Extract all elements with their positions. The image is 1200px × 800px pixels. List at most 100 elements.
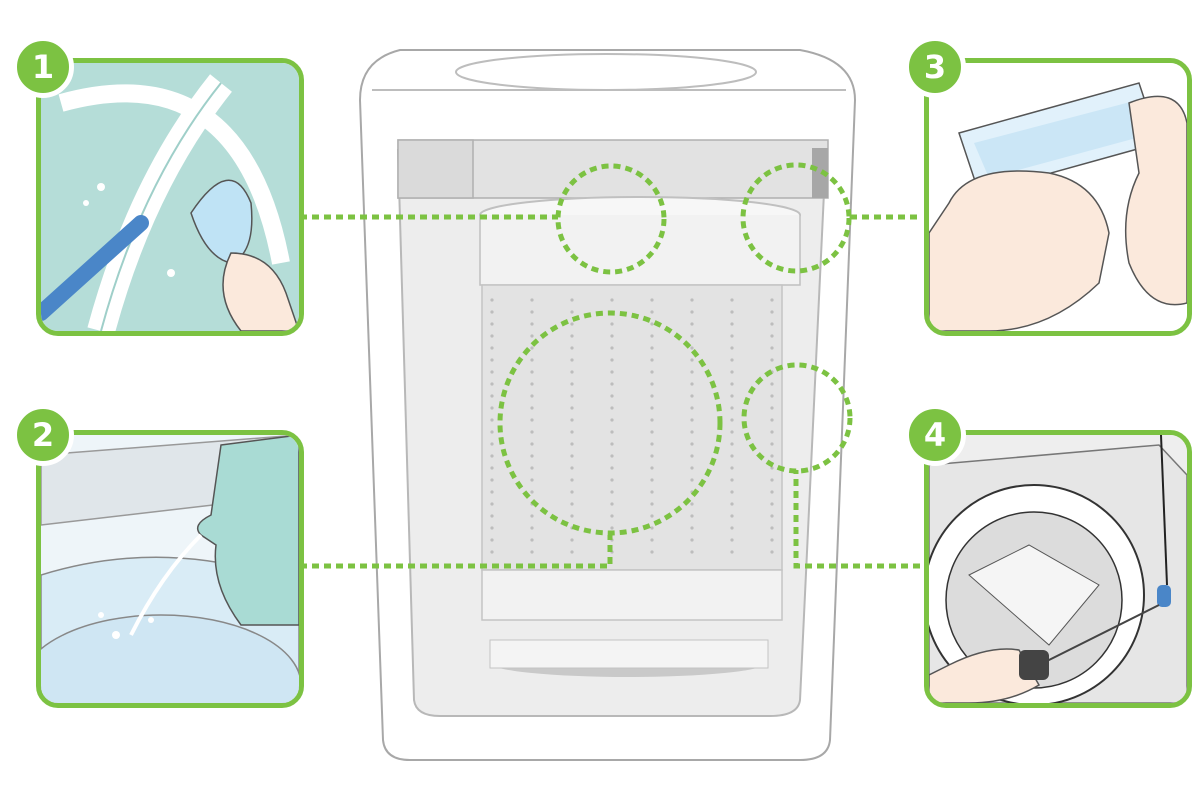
drum-perforation xyxy=(650,382,654,386)
drum-perforation xyxy=(690,526,694,530)
drum-perforation xyxy=(570,418,574,422)
drum-perforation xyxy=(730,538,734,542)
drum-perforation xyxy=(490,298,494,302)
drum-perforation xyxy=(610,514,614,518)
drum-perforation xyxy=(530,370,534,374)
drum-perforation xyxy=(490,502,494,506)
drum-perforation xyxy=(490,550,494,554)
drum-perforation xyxy=(570,370,574,374)
drum-perforation xyxy=(690,442,694,446)
drum-perforation xyxy=(610,490,614,494)
drum-perforation xyxy=(730,502,734,506)
drum-perforation xyxy=(530,442,534,446)
drum-perforation xyxy=(490,430,494,434)
drum-perforation xyxy=(770,322,774,326)
drum-perforation xyxy=(570,346,574,350)
drum-perforation xyxy=(730,526,734,530)
drum-perforation xyxy=(490,322,494,326)
drum-perforation xyxy=(650,310,654,314)
drum-perforation xyxy=(610,502,614,506)
drum-perforation xyxy=(690,454,694,458)
drum-perforation xyxy=(570,478,574,482)
drum-perforation xyxy=(690,502,694,506)
drum-perforation xyxy=(650,430,654,434)
drum-perforation xyxy=(530,538,534,542)
drum-perforation xyxy=(690,406,694,410)
drum-perforation xyxy=(610,322,614,326)
drum-perforation xyxy=(770,502,774,506)
drum-perforation xyxy=(490,478,494,482)
drum-perforation xyxy=(690,334,694,338)
drum-perforation xyxy=(730,454,734,458)
drum-perforation xyxy=(730,550,734,554)
drum-perforation xyxy=(610,370,614,374)
drum-perforation xyxy=(770,334,774,338)
drum-perforation xyxy=(770,382,774,386)
drum-perforation xyxy=(610,334,614,338)
drum-perforation xyxy=(770,466,774,470)
drum-perforation xyxy=(730,478,734,482)
drum-perforation xyxy=(490,526,494,530)
drum-perforation xyxy=(770,310,774,314)
drum-perforation xyxy=(570,538,574,542)
drum-perforation xyxy=(530,526,534,530)
drum-perforation xyxy=(730,430,734,434)
drum-perforation xyxy=(610,346,614,350)
drum-perforation xyxy=(770,298,774,302)
drum-perforation xyxy=(530,334,534,338)
drum-perforation xyxy=(650,406,654,410)
drum-perforation xyxy=(490,346,494,350)
drum-perforation xyxy=(530,490,534,494)
drum-perforation xyxy=(610,430,614,434)
drum-perforation xyxy=(650,442,654,446)
drum-perforation xyxy=(490,466,494,470)
drum-perforation xyxy=(690,550,694,554)
step-4-badge: 4 xyxy=(904,404,966,466)
drum-perforation xyxy=(570,550,574,554)
drum-perforation xyxy=(730,382,734,386)
drum-perforation xyxy=(490,490,494,494)
drum-perforation xyxy=(570,490,574,494)
drum-perforation xyxy=(530,298,534,302)
drum-perforation xyxy=(650,538,654,542)
drum-perforation xyxy=(690,346,694,350)
drum-perforation xyxy=(770,490,774,494)
drum-perforation xyxy=(570,514,574,518)
drum-perforation xyxy=(770,442,774,446)
drum-perforation xyxy=(490,334,494,338)
drum-perforation xyxy=(530,406,534,410)
drum-perforation xyxy=(490,442,494,446)
drum-perforation xyxy=(690,322,694,326)
drum-perforation xyxy=(770,418,774,422)
drum-perforation xyxy=(690,430,694,434)
drum-perforation xyxy=(610,526,614,530)
drum-perforation xyxy=(730,334,734,338)
drum-perforation xyxy=(570,502,574,506)
drum-perforation xyxy=(690,370,694,374)
drum-perforation xyxy=(530,346,534,350)
drum-perforation xyxy=(530,514,534,518)
drum-perforation xyxy=(730,466,734,470)
drum-perforation xyxy=(650,478,654,482)
drum-perforation xyxy=(570,406,574,410)
step-2-panel xyxy=(36,430,304,708)
drum-perforation xyxy=(570,430,574,434)
drum-perforation xyxy=(530,358,534,362)
drum-perforation xyxy=(730,514,734,518)
step-4-panel xyxy=(924,430,1192,708)
drum-perforation xyxy=(490,370,494,374)
drum-perforation xyxy=(610,442,614,446)
drum-perforation xyxy=(650,298,654,302)
drum-perforation xyxy=(610,478,614,482)
drum-perforation xyxy=(690,310,694,314)
drum-perforation xyxy=(770,406,774,410)
drum-perforation xyxy=(730,490,734,494)
drum-perforation xyxy=(650,502,654,506)
drum-perforation xyxy=(570,334,574,338)
pour-cleaner-into-drum-icon xyxy=(41,435,299,703)
drum-perforation xyxy=(690,298,694,302)
drum-perforation xyxy=(690,538,694,542)
drum-perforation xyxy=(530,310,534,314)
drum-perforation xyxy=(730,442,734,446)
